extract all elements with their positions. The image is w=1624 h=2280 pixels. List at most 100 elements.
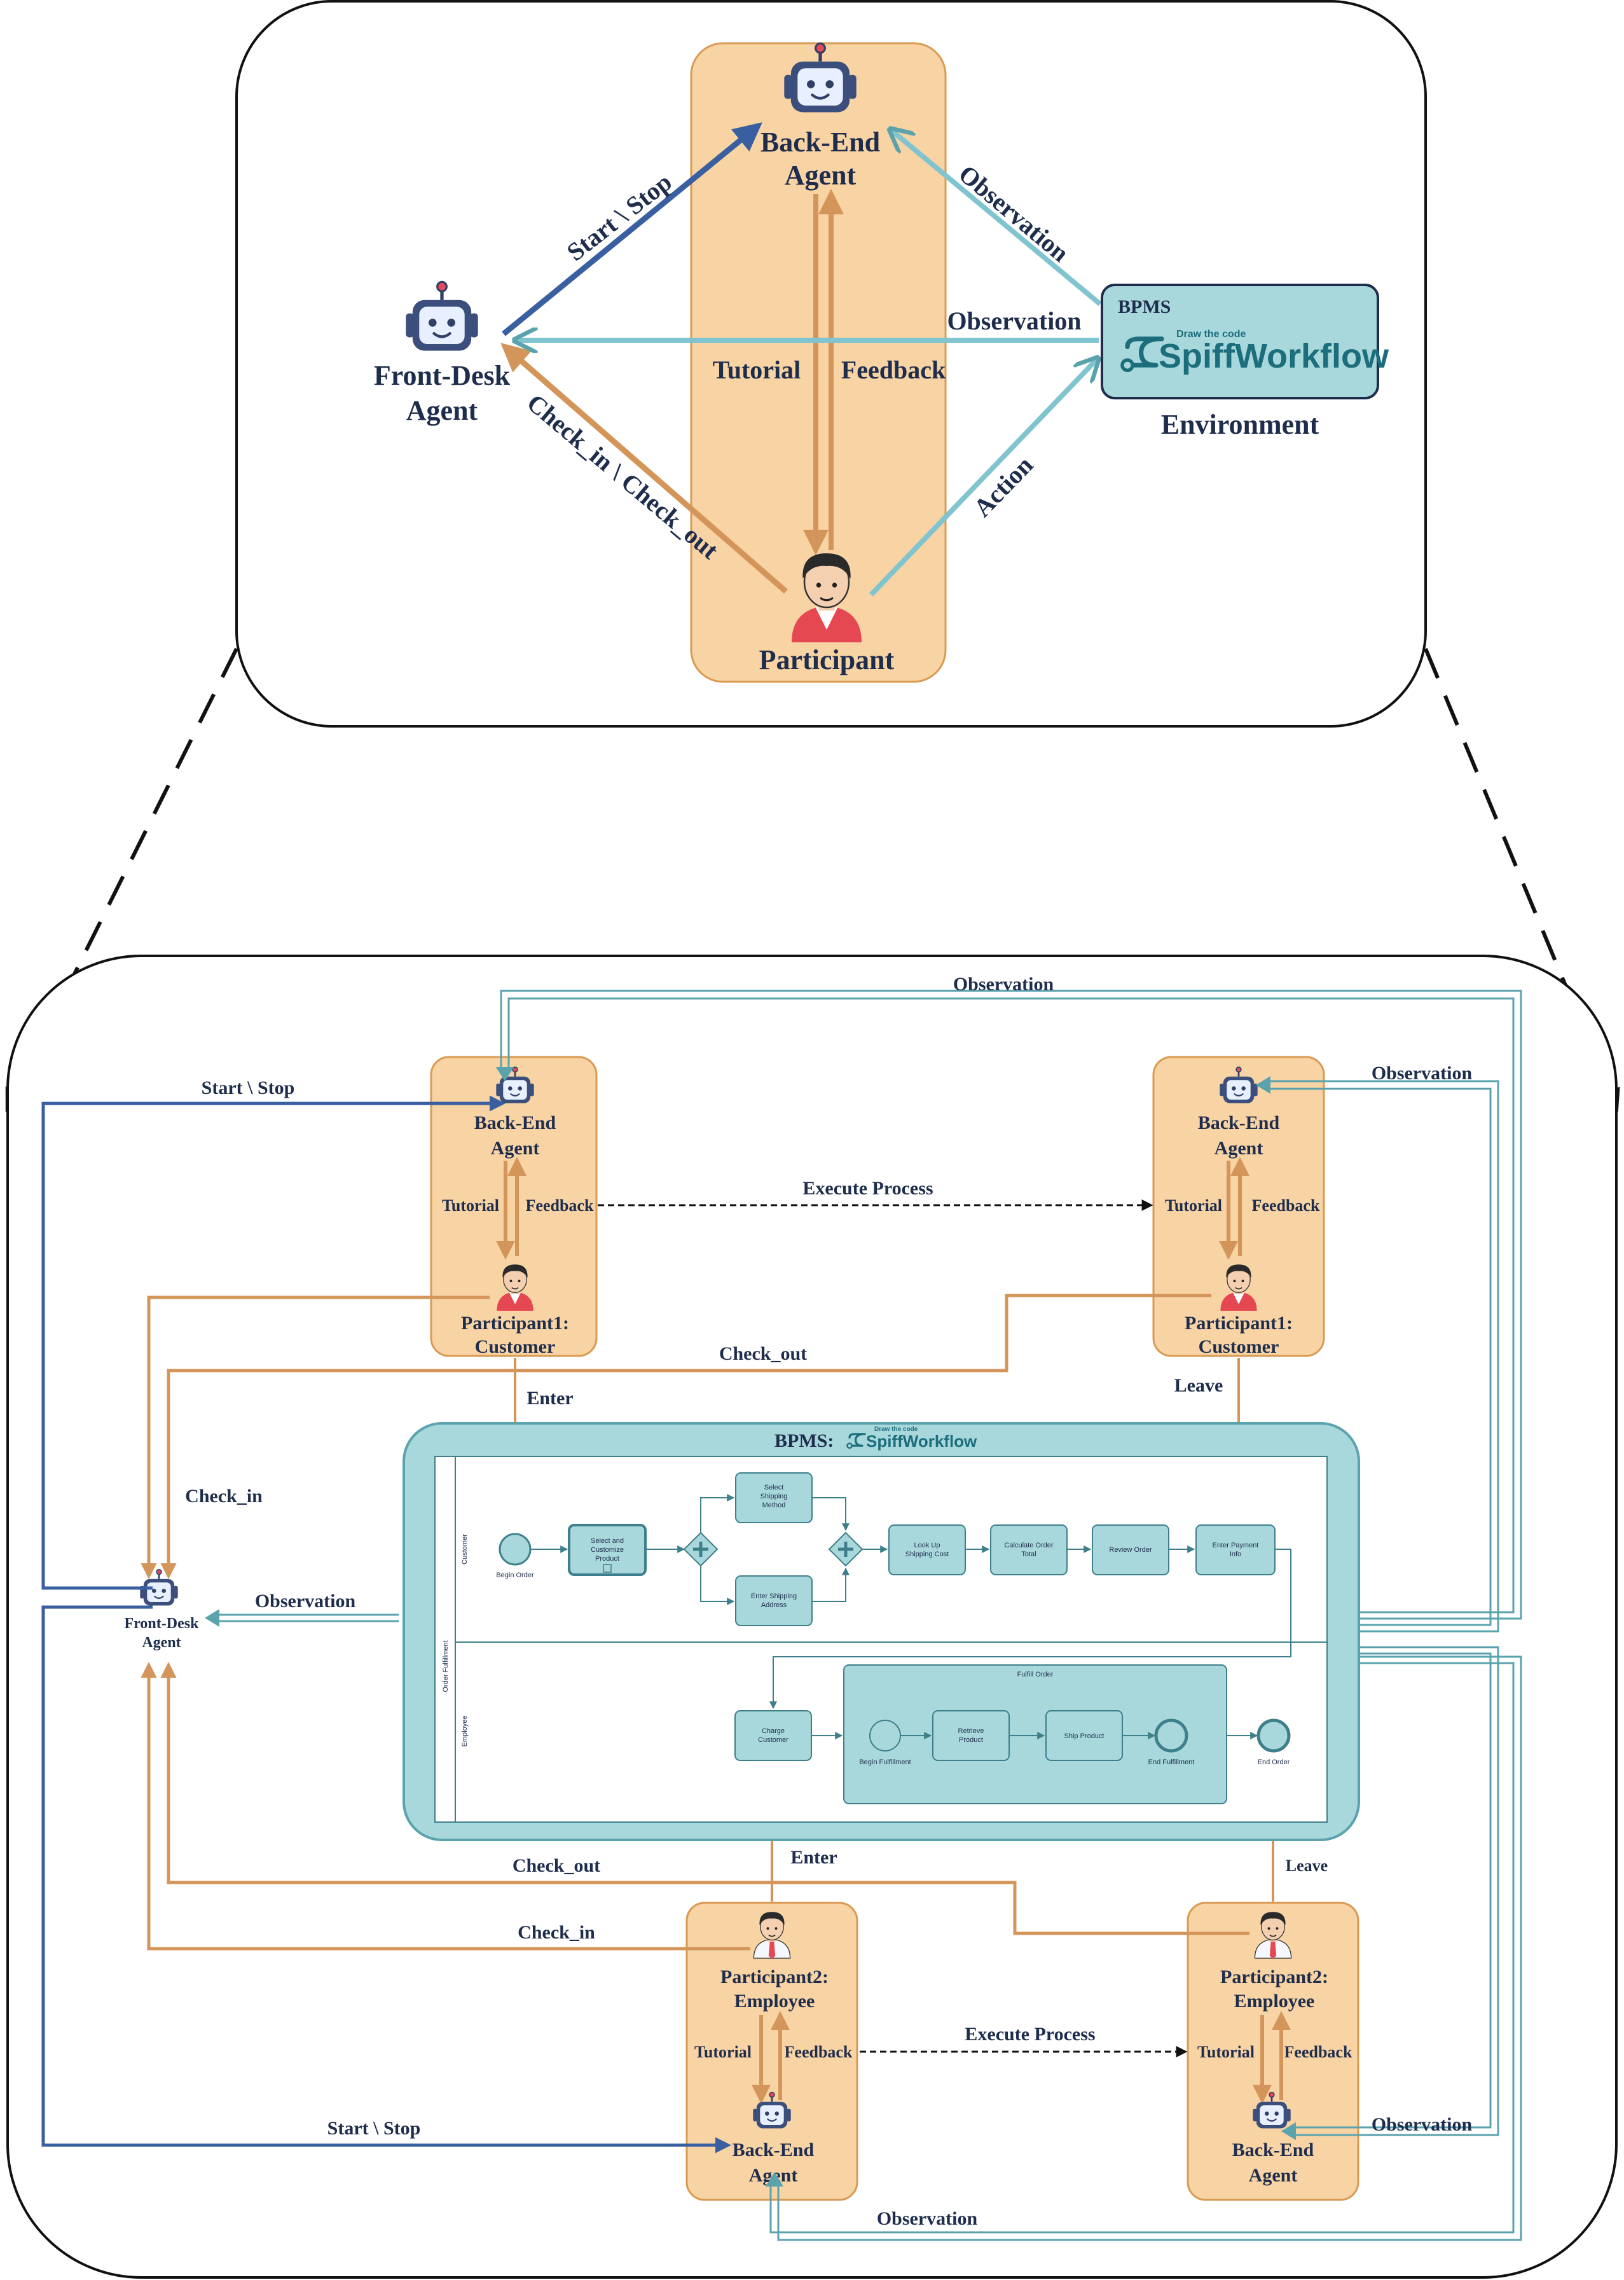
bpmn-task-select-shipping-label-2: Shipping xyxy=(760,1493,788,1500)
feedback-label-tl: Feedback xyxy=(526,1196,594,1215)
feedback-label: Feedback xyxy=(841,356,946,384)
tutorial-label-br: Tutorial xyxy=(1197,2043,1255,2061)
start-stop-label-bottom: Start \ Stop xyxy=(327,2118,421,2139)
tutorial-label-tl: Tutorial xyxy=(442,1196,499,1215)
bpmn-subprocess-fulfill-label: Fulfill Order xyxy=(1017,1671,1054,1678)
participant2-label-br-1: Participant2: xyxy=(1220,1966,1328,1987)
participant1-label-tl-1: Participant1: xyxy=(461,1313,569,1334)
bpms-environment-box xyxy=(1101,284,1379,399)
bpmn-begin-fulfillment xyxy=(869,1720,901,1751)
execute-process-label-top: Execute Process xyxy=(802,1178,933,1199)
bpmn-task-enter-shipping xyxy=(735,1575,813,1626)
bpmn-task-lookup-label-2: Shipping Cost xyxy=(905,1551,949,1558)
bpmn-task-enter-shipping-label-2: Address xyxy=(761,1601,787,1609)
tutorial-label-bl: Tutorial xyxy=(694,2043,752,2061)
front-desk-label-bottom-2: Agent xyxy=(142,1634,181,1651)
check-out-line-bottom xyxy=(160,1662,1249,1935)
bpmn-task-retrieve-label-2: Product xyxy=(959,1736,983,1744)
back-end-label-bl-1: Back-End xyxy=(733,2139,815,2160)
bpmn-task-lookup-label-1: Look Up xyxy=(914,1542,940,1549)
bpmn-task-select-shipping-label-3: Method xyxy=(762,1502,786,1509)
check-in-line-top xyxy=(141,1295,490,1579)
bpmn-task-charge-label-2: Customer xyxy=(758,1736,788,1744)
observation-label-right-bottom: Observation xyxy=(1372,2114,1473,2135)
back-end-label-tl-1: Back-End xyxy=(474,1112,556,1133)
bpmn-task-payment xyxy=(1195,1524,1276,1575)
back-end-label-tl-2: Agent xyxy=(491,1138,540,1159)
bpmn-task-ship-label: Ship Product xyxy=(1064,1732,1104,1740)
spiff-logo-text-bottom: SpiffWorkflow xyxy=(866,1432,977,1451)
bpmn-task-select-customize-label-2: Customize xyxy=(591,1546,624,1554)
participant-label: Participant xyxy=(759,644,895,675)
bpmn-end-order-label: End Order xyxy=(1258,1758,1290,1766)
bpmn-task-payment-label-1: Enter Payment xyxy=(1213,1542,1259,1549)
back-end-agent-label-1: Back-End xyxy=(760,127,880,158)
back-end-label-tr-1: Back-End xyxy=(1198,1112,1280,1133)
bpmn-begin-order-label: Begin Order xyxy=(496,1572,534,1579)
check-out-label-bottom: Check_out xyxy=(513,1855,600,1876)
enter-label-bottom: Enter xyxy=(790,1847,837,1868)
bpmn-begin-order xyxy=(499,1533,532,1566)
start-stop-line-bottom xyxy=(41,1605,731,2153)
bpmn-task-enter-shipping-label-1: Enter Shipping xyxy=(751,1593,797,1600)
back-end-label-br-2: Agent xyxy=(1249,2165,1298,2186)
bpmn-end-fulfillment-label: End Fulfillment xyxy=(1148,1758,1195,1766)
bpmn-task-retrieve xyxy=(932,1710,1010,1761)
back-end-agent-label-2: Agent xyxy=(785,160,857,191)
bpmn-pool-label: Order Fulfillment xyxy=(442,1640,450,1692)
spiff-logo-text: SpiffWorkflow xyxy=(1159,337,1389,375)
agent-box-top-left xyxy=(430,1056,598,1357)
bpmn-lane-customer: Customer xyxy=(461,1534,469,1565)
front-desk-label-bottom-1: Front-Desk xyxy=(125,1615,200,1632)
bpmn-task-lookup xyxy=(888,1524,966,1575)
observation-label-right-top: Observation xyxy=(1372,1063,1473,1084)
start-stop-arrow xyxy=(502,122,762,336)
participant2-label-bl-2: Employee xyxy=(734,1991,815,2012)
feedback-label-tr: Feedback xyxy=(1252,1196,1320,1215)
observation-label-frontdesk: Observation xyxy=(255,1591,356,1612)
check-out-line-top xyxy=(160,1294,1211,1579)
bpmn-end-fulfillment xyxy=(1154,1718,1188,1753)
bpmn-task-select-customize-label-1: Select and xyxy=(591,1537,624,1545)
back-end-label-tr-2: Agent xyxy=(1215,1138,1263,1159)
bpmn-task-review-label: Review Order xyxy=(1109,1546,1152,1554)
bpmn-task-payment-label-2: Info xyxy=(1230,1551,1241,1558)
observation-diagonal-arrow xyxy=(891,130,1102,307)
front-desk-agent-label-1: Front-Desk xyxy=(374,360,511,391)
observation-label-top: Observation xyxy=(953,974,1054,995)
front-desk-agent-label-2: Agent xyxy=(406,395,478,426)
spiff-tagline: Draw the code xyxy=(1176,329,1246,340)
enter-label-top: Enter xyxy=(526,1388,573,1409)
feedback-label-br: Feedback xyxy=(1284,2043,1352,2061)
start-stop-line-top xyxy=(41,1095,506,1590)
feedback-label-bl: Feedback xyxy=(785,2043,853,2061)
bpmn-task-retrieve-label-1: Retrieve xyxy=(958,1727,984,1735)
check-in-label-bottom: Check_in xyxy=(518,1922,595,1943)
observation-horizontal-label: Observation xyxy=(947,307,1081,335)
environment-label: Environment xyxy=(1161,409,1319,440)
bpmn-task-select-shipping-label-1: Select xyxy=(764,1484,784,1491)
execute-process-label-bottom: Execute Process xyxy=(965,2024,1095,2045)
agent-box-bottom-left xyxy=(685,1902,858,2201)
participant1-label-tr-1: Participant1: xyxy=(1185,1313,1293,1334)
bpmn-task-calculate-label-2: Total xyxy=(1021,1551,1036,1558)
bpmn-task-calculate-label-1: Calculate Order xyxy=(1004,1542,1053,1549)
bpmn-end-order xyxy=(1256,1718,1291,1753)
participant2-label-bl-1: Participant2: xyxy=(720,1966,829,1987)
bpmn-task-calculate xyxy=(990,1524,1068,1575)
check-out-label-top: Check_out xyxy=(719,1343,807,1364)
participant1-label-tl-2: Customer xyxy=(475,1336,556,1357)
leave-label-top: Leave xyxy=(1174,1375,1223,1396)
check-in-line-bottom xyxy=(141,1662,750,1951)
bpmn-task-charge-label-1: Charge xyxy=(762,1727,785,1735)
check-in-label-left: Check_in xyxy=(185,1486,263,1507)
bpms-label: BPMS xyxy=(1118,296,1171,317)
action-arrow xyxy=(869,359,1097,597)
observation-label-bottom: Observation xyxy=(877,2208,978,2229)
bpmn-task-charge xyxy=(734,1710,812,1761)
bpmn-diagram: Order Fulfillment Customer Employee Begi… xyxy=(434,1456,1328,1823)
tutorial-label: Tutorial xyxy=(713,356,801,384)
bpmn-begin-fulfillment-label: Begin Fulfillment xyxy=(859,1758,911,1766)
check-in-out-arrow xyxy=(500,343,788,594)
